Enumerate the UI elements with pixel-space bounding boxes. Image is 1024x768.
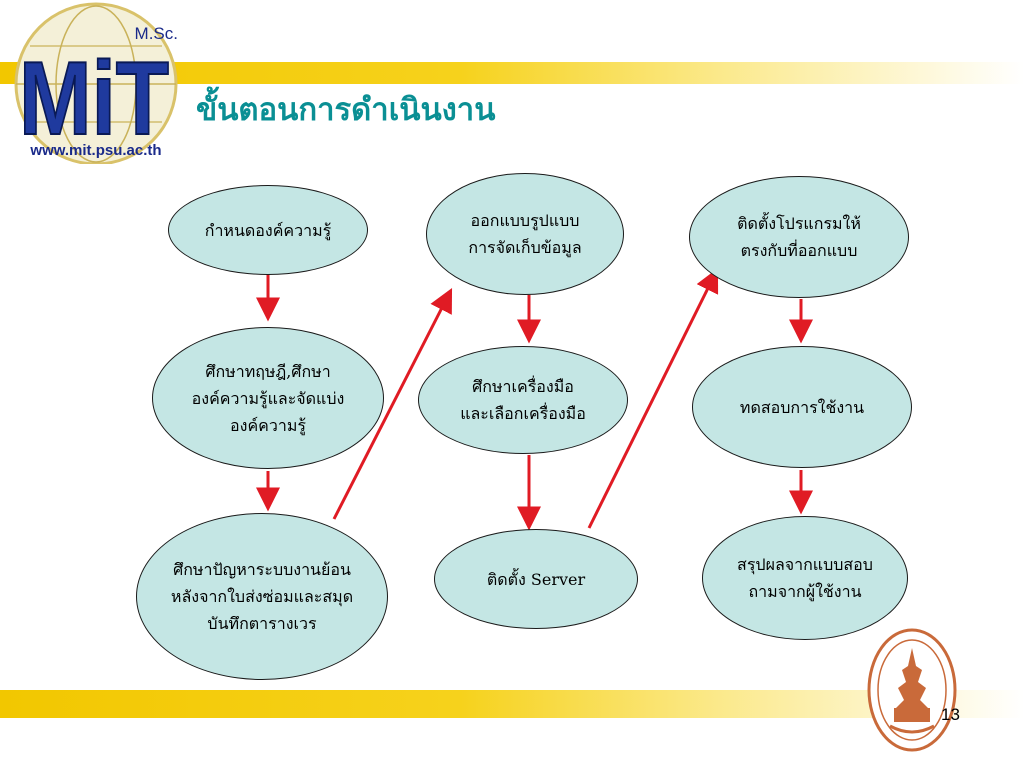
logo-letters: MiT [19, 41, 169, 157]
node-label: ทดสอบการใช้งาน [739, 397, 865, 417]
node-label: กำหนดองค์ความรู้ [204, 220, 332, 240]
page-number: 13 [941, 705, 960, 724]
process-node-define-knowledge: กำหนดองค์ความรู้ [168, 185, 368, 275]
node-label: ติดตั้ง Server [486, 569, 586, 589]
node-label: สรุปผลจากแบบสอบ ถามจากผู้ใช้งาน [737, 555, 873, 601]
node-label: ศึกษาเครื่องมือ และเลือกเครื่องมือ [460, 377, 586, 423]
process-node-design-storage: ออกแบบรูปแบบ การจัดเก็บข้อมูล [426, 173, 624, 295]
process-node-study-theory: ศึกษาทฤษฎี,ศึกษา องค์ความรู้และจัดแบ่ง อ… [152, 327, 384, 469]
node-label: ออกแบบรูปแบบ การจัดเก็บข้อมูล [468, 211, 582, 257]
process-node-install-server: ติดตั้ง Server [434, 529, 638, 629]
mit-logo: M.Sc. MiT www.mit.psu.ac.th [14, 2, 178, 164]
page-title: ขั้นตอนการดำเนินงาน [196, 92, 496, 128]
logo-badge-text: M.Sc. [135, 24, 178, 43]
flow-arrow-n3-to-n4 [332, 287, 453, 520]
process-node-testing: ทดสอบการใช้งาน [692, 346, 912, 468]
footer-band [0, 690, 1024, 718]
process-node-study-problems: ศึกษาปัญหาระบบงานย้อน หลังจากใบส่งซ่อมแล… [136, 513, 388, 680]
logo-url-text: www.mit.psu.ac.th [29, 142, 161, 159]
node-label: ติดตั้งโปรแกรมให้ ตรงกับที่ออกแบบ [737, 214, 861, 260]
process-node-install-program: ติดตั้งโปรแกรมให้ ตรงกับที่ออกแบบ [689, 176, 909, 298]
process-node-summary: สรุปผลจากแบบสอบ ถามจากผู้ใช้งาน [702, 516, 908, 640]
node-label: ศึกษาทฤษฎี,ศึกษา องค์ความรู้และจัดแบ่ง อ… [191, 361, 345, 435]
node-label: ศึกษาปัญหาระบบงานย้อน หลังจากใบส่งซ่อมแล… [170, 560, 354, 633]
process-node-select-tools: ศึกษาเครื่องมือ และเลือกเครื่องมือ [418, 346, 628, 454]
flow-arrow-n6-to-n7 [587, 267, 719, 529]
header-band [0, 62, 1024, 84]
school-seal-icon [867, 628, 957, 752]
